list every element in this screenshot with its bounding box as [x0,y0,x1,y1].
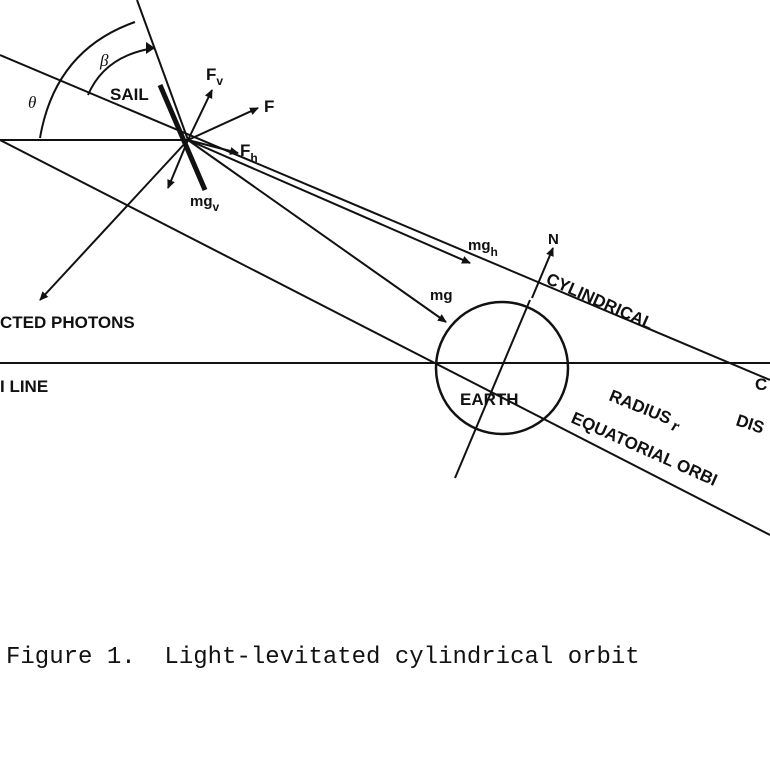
f-arrow [187,107,259,141]
c-label: C [755,375,767,394]
cylindrical-label: CYLINDRICAL [543,269,656,333]
photons-label: CTED PHOTONS [0,313,135,332]
n-label: N [548,231,559,248]
mg-arrow [187,139,447,323]
mgh-arrow [187,139,471,264]
earth-circle [434,300,570,436]
fv-label-sub: v [216,74,223,88]
mgv-label-base: mg [190,193,213,210]
sail-plate [157,84,208,191]
figure-caption: Figure 1. Light-levitated cylindrical or… [6,644,640,671]
fh-label-sub: h [250,151,257,165]
theta-arc [39,21,136,139]
beta-label: β [99,51,109,70]
mgh-label-base: mg [468,237,491,254]
sail-label: SAIL [110,85,149,104]
radius-label-r: r [669,416,683,436]
beta-arc-arrow [146,42,155,54]
mgh-label-sub: h [491,245,498,259]
n-arrow [531,247,554,299]
equatorial-orbit-line [0,139,770,536]
sun-direction-line [136,0,189,141]
fv-label: Fv [206,65,223,88]
mg-label: mg [430,287,453,304]
line-label: I LINE [0,377,48,396]
mgv-arrow [167,139,189,189]
f-label: F [264,97,274,116]
earth-axis [454,299,531,479]
mgh-label: mgh [468,237,498,259]
earth-label: EARTH [460,390,519,409]
mgv-label-sub: v [213,200,220,214]
fh-label: Fh [240,141,258,165]
equatorial-label: EQUATORIAL ORBI [568,408,720,490]
cylindrical-orbit-line [0,54,770,381]
fv-arrow [187,89,213,141]
fh-label-base: F [240,141,250,160]
dis-label: DIS [734,411,767,438]
fv-label-base: F [206,65,216,84]
photons-arrow [39,139,189,301]
mgv-label: mgv [190,193,220,214]
beta-arc [87,47,156,96]
theta-label: θ [28,93,36,112]
radius-label-base: RADIUS [607,386,675,428]
fh-arrow [187,139,239,155]
